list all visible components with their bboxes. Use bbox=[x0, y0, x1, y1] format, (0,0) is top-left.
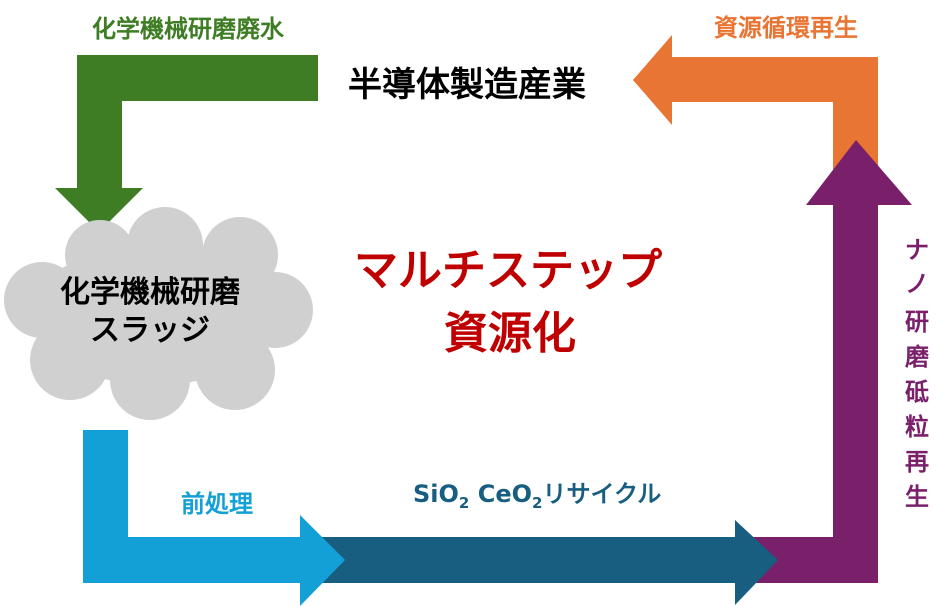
svg-text:砥: 砥 bbox=[905, 378, 929, 406]
purple-flow-arrow bbox=[655, 140, 912, 583]
pretreatment-label: 前処理 bbox=[181, 490, 253, 518]
orange-flow-arrow bbox=[633, 35, 878, 170]
green-flow-arrow bbox=[55, 55, 318, 232]
center-title-line2: 資源化 bbox=[444, 308, 576, 359]
svg-text:ノ: ノ bbox=[905, 270, 929, 298]
svg-text:磨: 磨 bbox=[905, 343, 929, 371]
sludge-label-line2: スラッジ bbox=[90, 313, 210, 348]
svg-text:再: 再 bbox=[905, 448, 929, 476]
svg-text:ナ: ナ bbox=[905, 236, 929, 264]
teal-flow-arrow bbox=[320, 520, 778, 605]
svg-text:粒: 粒 bbox=[905, 413, 929, 441]
blue-flow-arrow bbox=[83, 430, 345, 606]
waste-water-label: 化学機械研磨廃水 bbox=[92, 15, 285, 43]
center-title-line1: マルチステップ bbox=[354, 245, 662, 296]
sludge-label-line1: 化学機械研磨 bbox=[60, 275, 240, 310]
recycle-label: SiO2 CeO2リサイクル bbox=[413, 480, 661, 512]
svg-text:研: 研 bbox=[905, 308, 929, 336]
sludge-cloud bbox=[4, 207, 313, 420]
resource-cycle-label: 資源循環再生 bbox=[714, 14, 858, 42]
svg-text:生: 生 bbox=[905, 483, 929, 511]
industry-label: 半導体製造産業 bbox=[348, 65, 586, 105]
nano-regen-label: ナ ノ 研 磨 砥 粒 再 生 bbox=[905, 236, 929, 511]
